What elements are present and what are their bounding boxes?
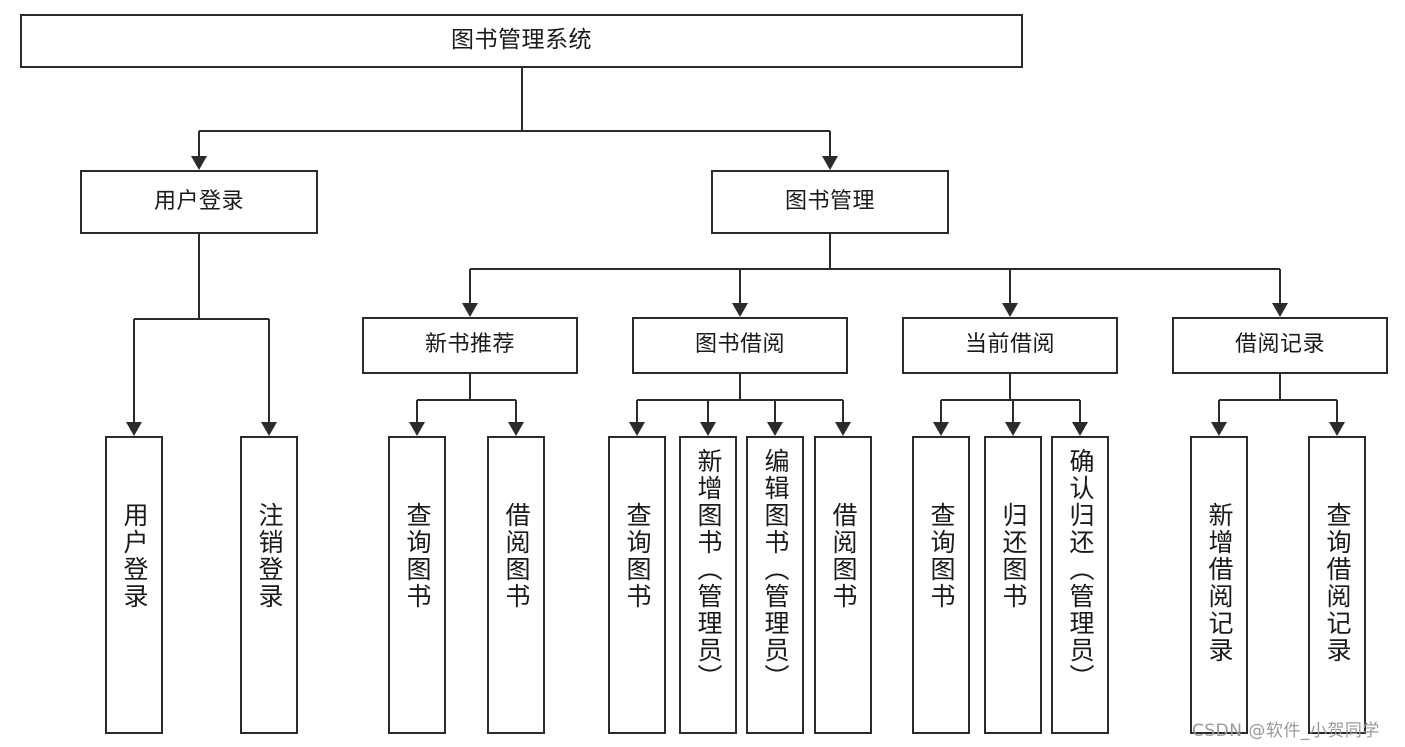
node-leaf-add-record: 新增借阅记录 (1190, 436, 1248, 734)
node-label: 借阅图书 (829, 502, 858, 610)
node-leaf-query-book-2: 查询图书 (608, 436, 666, 734)
node-label: 新书推荐 (424, 332, 515, 358)
node-leaf-add-book: 新增图书（管理员） (679, 436, 737, 734)
node-label: 查询图书 (623, 502, 652, 610)
node-label: 归还图书 (999, 502, 1028, 610)
node-leaf-borrow-book-2: 借阅图书 (814, 436, 872, 734)
node-label: 当前借阅 (964, 332, 1055, 358)
node-login: 用户登录 (80, 170, 318, 234)
node-leaf-query-record: 查询借阅记录 (1308, 436, 1366, 734)
node-borrow: 图书借阅 (632, 317, 848, 374)
node-label: 查询图书 (403, 502, 432, 610)
watermark: CSDN @软件_小贺同学 (1192, 721, 1380, 741)
node-label: 图书管理 (784, 188, 875, 214)
node-leaf-user-logout: 注销登录 (240, 436, 298, 734)
node-label: 新增图书（管理员） (694, 448, 723, 691)
node-leaf-edit-book: 编辑图书（管理员） (746, 436, 804, 734)
node-label: 新增借阅记录 (1205, 502, 1234, 664)
node-leaf-confirm-return: 确认归还（管理员） (1051, 436, 1109, 734)
node-label: 用户登录 (120, 502, 149, 610)
node-label: 借阅图书 (502, 502, 531, 610)
node-leaf-return-book: 归还图书 (984, 436, 1042, 734)
node-label: 查询图书 (927, 502, 956, 610)
node-newbook: 新书推荐 (362, 317, 578, 374)
node-label: 查询借阅记录 (1323, 502, 1352, 664)
node-label: 注销登录 (255, 502, 284, 610)
node-label: 编辑图书（管理员） (761, 448, 790, 691)
node-bookmgmt: 图书管理 (711, 170, 949, 234)
node-label: 图书借阅 (694, 332, 785, 358)
node-leaf-borrow-book-1: 借阅图书 (487, 436, 545, 734)
node-root: 图书管理系统 (20, 14, 1023, 68)
node-leaf-query-book-1: 查询图书 (388, 436, 446, 734)
node-label: 确认归还（管理员） (1066, 448, 1095, 691)
node-leaf-query-book-3: 查询图书 (912, 436, 970, 734)
node-label: 借阅记录 (1234, 332, 1325, 358)
node-label: 图书管理系统 (451, 27, 592, 54)
node-current: 当前借阅 (902, 317, 1118, 374)
node-leaf-user-login: 用户登录 (105, 436, 163, 734)
node-label: 用户登录 (153, 188, 244, 214)
node-records: 借阅记录 (1172, 317, 1388, 374)
